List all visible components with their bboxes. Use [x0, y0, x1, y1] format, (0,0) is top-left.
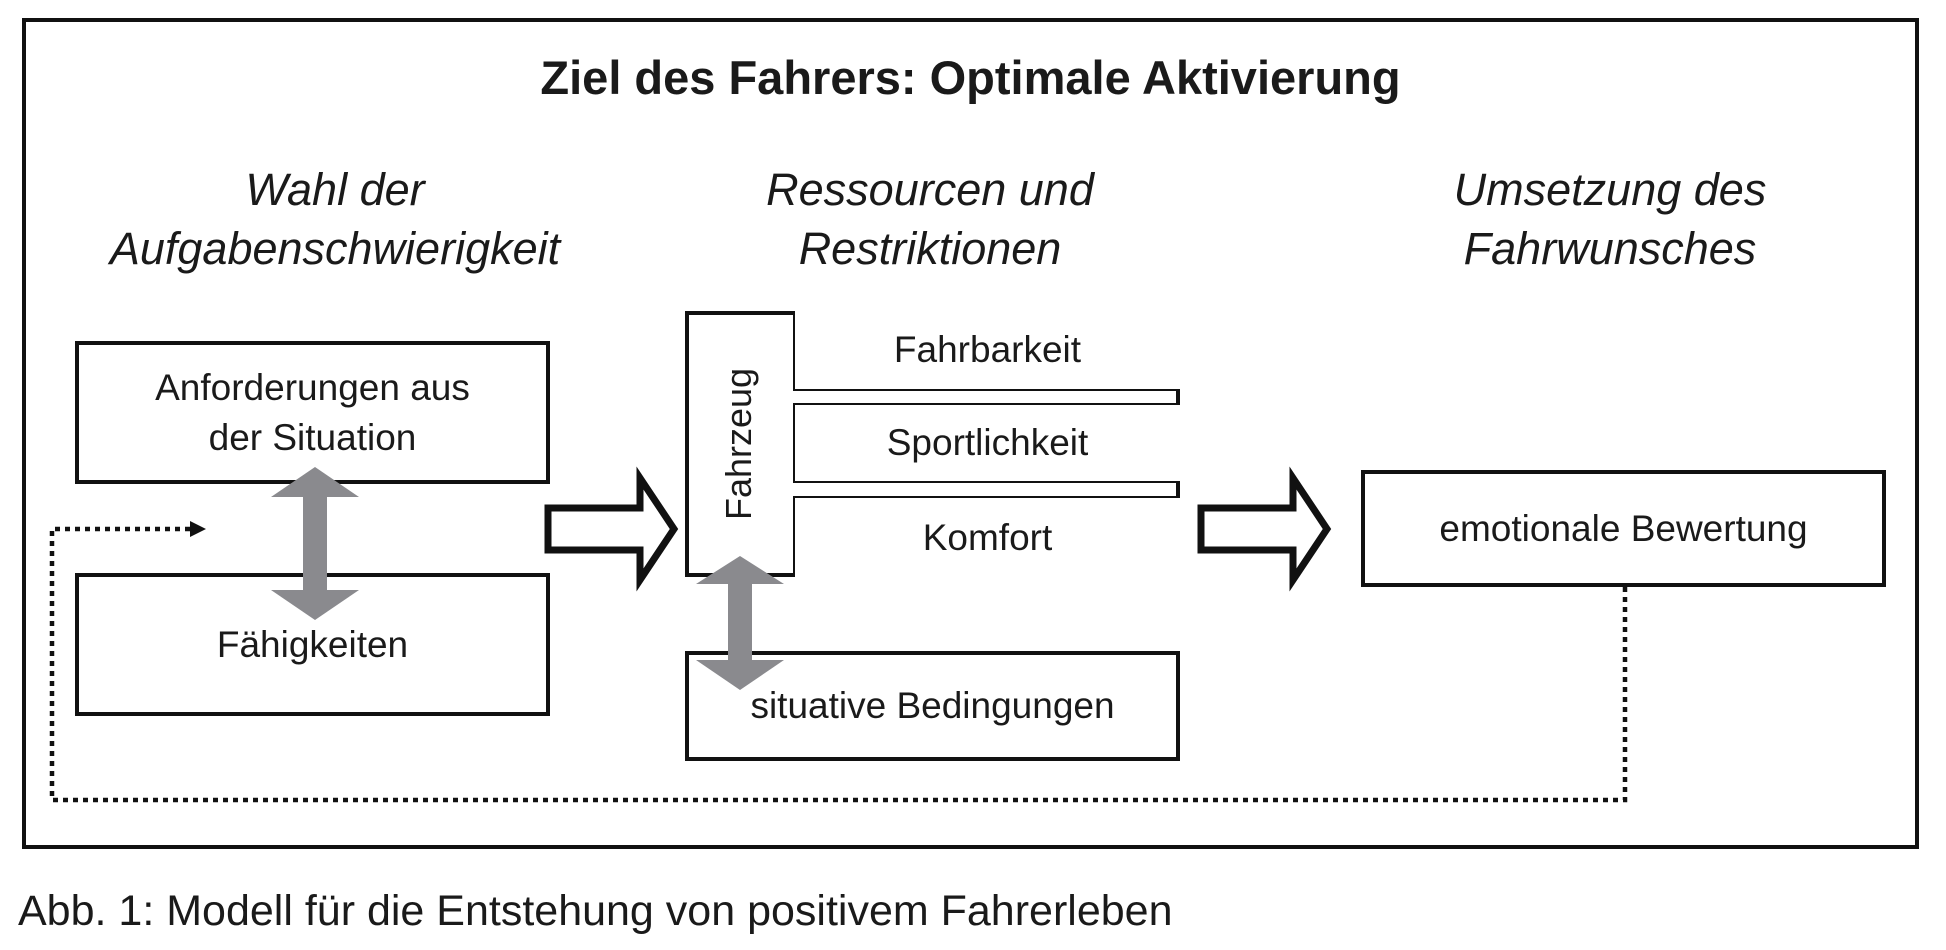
diagram-frame — [22, 18, 1919, 849]
diagram-title: Ziel des Fahrers: Optimale Aktivierung — [540, 51, 1401, 104]
column-heading-middle-line2: Restriktionen — [798, 223, 1062, 274]
anforderungen-line2: der Situation — [208, 416, 417, 458]
emotionale-bewertung-box: emotionale Bewertung — [1361, 470, 1886, 587]
feedback-arrowhead-icon — [190, 521, 206, 537]
column-heading-middle: Ressourcen und Restriktionen — [680, 160, 1180, 278]
emotionale-bewertung-label: emotionale Bewertung — [1439, 507, 1808, 549]
komfort-label: Komfort — [922, 516, 1053, 558]
fahrbarkeit-cell: Fahrbarkeit — [793, 311, 1180, 391]
faehigkeiten-box: Fähigkeiten — [75, 573, 550, 716]
column-heading-left-line2: Aufgabenschwierigkeit — [109, 223, 561, 274]
feedback-dotted-line — [49, 526, 1628, 803]
block-arrow-middle-to-right-icon — [1197, 466, 1332, 592]
column-heading-right: Umsetzung des Fahrwunsches — [1360, 160, 1860, 278]
faehigkeiten-label: Fähigkeiten — [216, 623, 409, 665]
block-arrow-left-to-middle-icon — [544, 466, 679, 592]
double-arrow-middle-icon — [696, 556, 784, 690]
column-heading-right-line1: Umsetzung des — [1453, 164, 1767, 215]
sportlichkeit-cell: Sportlichkeit — [793, 403, 1180, 483]
column-heading-middle-line1: Ressourcen und — [766, 164, 1094, 215]
sportlichkeit-label: Sportlichkeit — [886, 422, 1089, 463]
column-heading-right-line2: Fahrwunsches — [1463, 223, 1757, 274]
column-heading-left-line1: Wahl der — [245, 164, 425, 215]
situative-bedingungen-label: situative Bedingungen — [750, 685, 1115, 726]
double-arrow-left-icon — [271, 467, 359, 620]
komfort-cell: Komfort — [793, 496, 1180, 577]
fahrbarkeit-label: Fahrbarkeit — [893, 329, 1082, 370]
anforderungen-line1: Anforderungen aus — [155, 366, 470, 408]
figure-caption: Abb. 1: Modell für die Entstehung von po… — [18, 887, 1173, 935]
column-heading-left: Wahl der Aufgabenschwierigkeit — [40, 160, 630, 278]
